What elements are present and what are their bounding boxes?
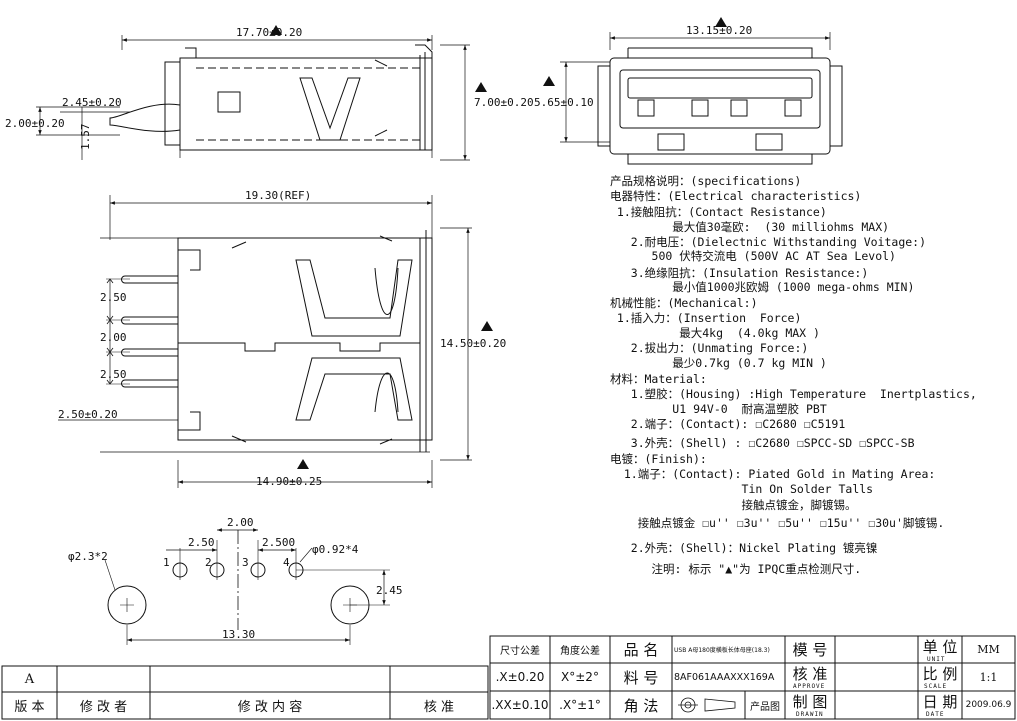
spec-line-13: 最少0.7kg (0.7 kg MIN ) xyxy=(610,356,827,370)
spec-line-17: 2.端子：(Contact): ☐C2680 ☐C5191 xyxy=(610,417,846,431)
dim-pcb-hole-big: φ2.3*2 xyxy=(68,550,108,563)
dim-pin-h3: 1.57 xyxy=(79,124,92,151)
spec-line-18: 3.外壳：(Shell) : ☐C2680 ☐SPCC-SD ☐SPCC-SB xyxy=(610,436,915,450)
spec-line-12: 2.拔出力：(Unmating Force:) xyxy=(610,341,809,355)
model-label: 模 号 xyxy=(792,641,828,659)
rev-col-version: 版 本 xyxy=(14,700,45,715)
unit-label: 单 位 xyxy=(922,637,958,656)
spec-line-05: 2.耐电压：(Dielectnic Withstanding Voitage:) xyxy=(610,235,927,249)
dim-pin-pitch-b: 2.00 xyxy=(100,331,127,344)
spec-line-15: 1.塑胶：(Housing) :High Temperature Inertpl… xyxy=(610,387,977,401)
scale-value: 1:1 xyxy=(979,670,998,684)
dim-pcb-13-30: 13.30 xyxy=(222,628,255,641)
product-name-value: USB A母180度横板长体母座(18.3) xyxy=(674,647,770,654)
spec-line-09: 机械性能：(Mechanical:) xyxy=(610,296,758,310)
dim-pcb-2-45: 2.45 xyxy=(376,584,403,597)
product-drawing-label: 产品图 xyxy=(750,701,780,713)
spec-line-06: 500 伏特交流电 (500V AC AT Sea Levol) xyxy=(610,249,896,263)
spec-line-23: 接触点镀金 ☐u'' ☐3u'' ☐5u'' ☐15u'' ☐30u'脚镀锡. xyxy=(610,516,945,530)
size-tolerance-header: 尺寸公差 xyxy=(500,646,540,657)
projection-symbol xyxy=(678,697,736,713)
spec-line-14: 材料：Material: xyxy=(610,372,707,386)
spec-line-22: 接触点镀金，脚镀锡。 xyxy=(610,498,857,512)
material-no-value: 8AF061AAAXXX169A xyxy=(674,671,775,683)
dim-top-base: 14.90±0.25 xyxy=(256,475,322,488)
spec-line-20: 1.端子：(Contact): Piated Gold in Mating Ar… xyxy=(610,467,936,481)
date-label: 日 期 xyxy=(922,692,958,711)
scale-sub: SCALE xyxy=(924,683,948,690)
spec-line-02: 电器特性：(Electrical characteristics) xyxy=(610,189,862,203)
dim-side-width: 17.70±0.20 xyxy=(236,26,302,39)
dim-pin-pitch-a: 2.50 xyxy=(100,291,127,304)
spec-line-19: 电镀：(Finish): xyxy=(610,452,707,466)
ipqc-marks xyxy=(270,17,727,469)
drawn-label: 制 图 xyxy=(792,692,828,711)
projection-label: 角 法 xyxy=(623,696,659,715)
pin-number-4: 4 xyxy=(283,556,290,569)
material-no-label: 料 号 xyxy=(623,668,659,687)
dim-pin-h1: 2.45±0.20 xyxy=(62,96,122,109)
angle-tolerance-1: X°±2° xyxy=(561,670,599,684)
rev-col-content: 修 改 内 容 xyxy=(237,700,303,715)
tolerance-x: .X±0.20 xyxy=(495,670,545,684)
date-sub: DATE xyxy=(926,711,945,718)
date-value: 2009.06.9 xyxy=(965,700,1012,710)
pin-number-1: 1 xyxy=(163,556,170,569)
spec-line-07: 3.绝缘阻抗：(Insulation Resistance:) xyxy=(610,266,869,280)
dim-pin-off: 2.50±0.20 xyxy=(58,408,118,421)
spec-line-01: 产品规格说明：(specifications) xyxy=(610,174,802,188)
unit-sub: UNIT xyxy=(927,656,946,663)
spec-line-21: Tin On Solder Talls xyxy=(610,482,874,496)
spec-line-03: 1.接触阻抗：(Contact Resistance) xyxy=(610,205,827,219)
spec-line-10: 1.插入力：(Insertion Force) xyxy=(610,311,802,325)
dim-pcb-2-50: 2.50 xyxy=(188,536,215,549)
tolerance-xx: .XX±0.10 xyxy=(491,698,549,712)
dimension-labels: 17.70±0.20 7.00±0.20 2.45±0.20 2.00±0.20… xyxy=(5,24,752,641)
dim-pcb-hole-small: φ0.92*4 xyxy=(312,543,359,556)
unit-value: MM xyxy=(977,643,1000,656)
spec-line-11: 最大4kg (4.0kg MAX ) xyxy=(610,326,820,340)
dim-side-height: 7.00±0.20 xyxy=(474,96,534,109)
dim-pcb-2-500: 2.500 xyxy=(262,536,295,549)
rev-col-editor: 修 改 者 xyxy=(79,700,128,715)
product-name-label: 品 名 xyxy=(623,641,659,659)
spec-line-04: 最大值30毫欧: (30 milliohms MAX) xyxy=(610,220,890,234)
side-view xyxy=(36,35,470,161)
dim-front-height: 5.65±0.10 xyxy=(534,96,594,109)
spec-line-24: 2.外壳：(Shell)：Nickel Plating 镀亮镍 xyxy=(610,541,878,555)
angle-tolerance-header: 角度公差 xyxy=(560,646,600,657)
angle-tolerance-2: .X°±1° xyxy=(559,698,601,712)
scale-label: 比 例 xyxy=(922,664,958,683)
spec-line-25: 注明: 标示 "▲"为 IPQC重点检测尺寸. xyxy=(610,562,862,576)
approve-sub: APPROVE xyxy=(793,683,826,690)
revision-letter: A xyxy=(24,671,35,687)
pcb-footprint xyxy=(104,528,390,645)
dim-front-width: 13.15±0.20 xyxy=(686,24,752,37)
approve-label: 核 准 xyxy=(792,665,828,683)
dim-top-length: 19.30(REF) xyxy=(245,189,311,202)
drawn-sub: DRAWIN xyxy=(796,711,824,718)
spec-line-16: U1 94V-0 耐高温塑胶 PBT xyxy=(610,402,827,416)
pin-number-2: 2 xyxy=(205,556,212,569)
dim-pin-pitch-c: 2.50 xyxy=(100,368,127,381)
pin-number-3: 3 xyxy=(242,556,249,569)
spec-line-08: 最小值1000兆欧姆 (1000 mega-ohms MIN) xyxy=(610,280,915,294)
dim-pcb-2-00: 2.00 xyxy=(227,516,254,529)
front-view xyxy=(560,32,843,165)
title-block-grid xyxy=(1,635,1016,720)
top-view xyxy=(58,195,472,488)
rev-col-approve: 核 准 xyxy=(423,700,455,715)
dim-top-height: 14.50±0.20 xyxy=(440,337,506,350)
dim-pin-h2: 2.00±0.20 xyxy=(5,117,65,130)
